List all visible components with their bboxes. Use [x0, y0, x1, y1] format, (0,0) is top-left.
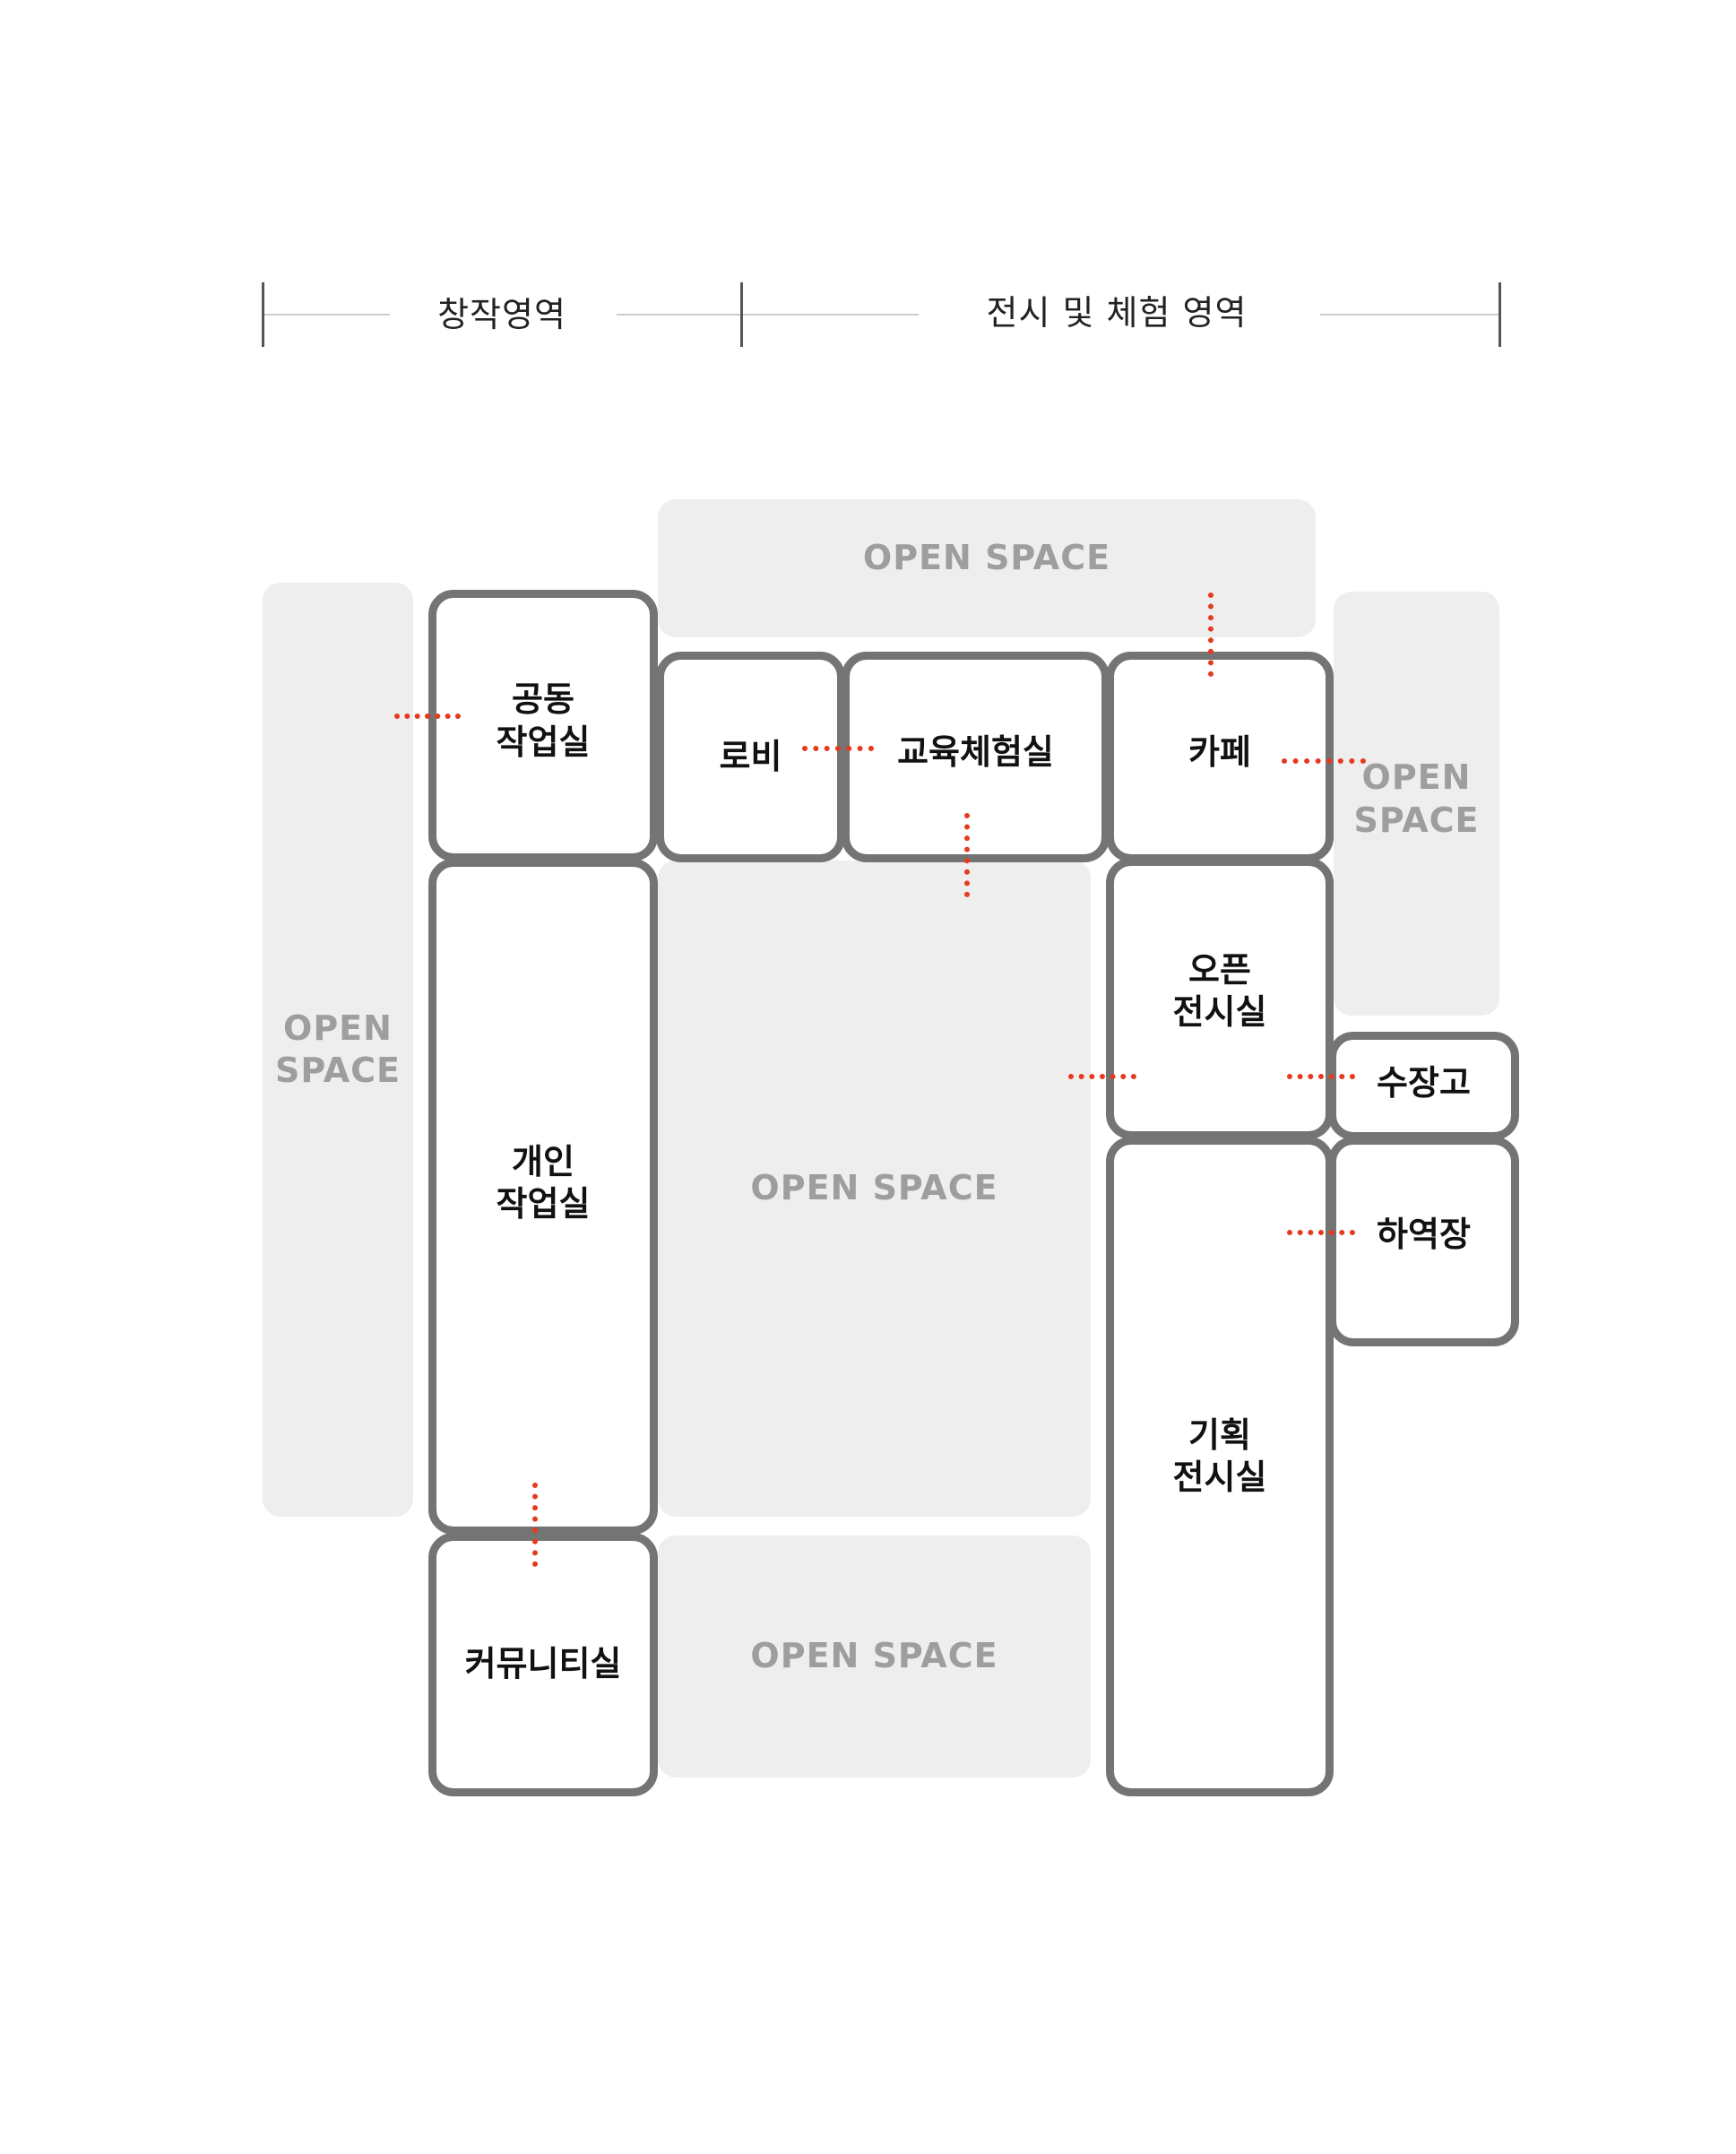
- room-lobby: 로비: [656, 652, 845, 862]
- room-education: 교육체험실: [842, 652, 1110, 862]
- open-space-top-label: OPEN SPACE: [862, 538, 1111, 578]
- connector-cafe-top: [1208, 593, 1219, 677]
- room-private-studio: 개인 작업실: [428, 859, 658, 1535]
- connector-shared-studio: [394, 714, 461, 724]
- connector-loading-dock: [1287, 1230, 1355, 1241]
- open-space-bottom-label: OPEN SPACE: [750, 1636, 998, 1676]
- room-cafe-label: 카페: [1188, 731, 1251, 772]
- connector-education-bottom: [964, 813, 975, 897]
- connector-open-gallery-left: [1068, 1074, 1136, 1085]
- open-space-bottom: OPEN SPACE: [658, 1535, 1091, 1778]
- open-space-left: OPEN SPACE: [263, 583, 413, 1517]
- zone-label-creative: 창작영역: [437, 295, 566, 334]
- open-space-left-label: OPEN SPACE: [275, 1008, 401, 1091]
- connector-lobby-education: [802, 746, 874, 757]
- room-loading-dock: 하역장: [1328, 1137, 1519, 1346]
- connector-storage: [1287, 1074, 1355, 1085]
- room-open-gallery-label: 오픈 전시실: [1172, 949, 1267, 1033]
- connector-cafe-right: [1282, 758, 1366, 769]
- room-open-gallery: 오픈 전시실: [1106, 858, 1334, 1139]
- zone-bar-start-tick: [262, 282, 264, 347]
- room-lobby-label: 로비: [719, 736, 782, 776]
- connector-private-community: [532, 1483, 543, 1567]
- room-cafe: 카페: [1106, 652, 1334, 862]
- room-special-gallery-label: 기획 전시실: [1172, 1414, 1267, 1498]
- open-space-top: OPEN SPACE: [658, 499, 1316, 637]
- zone-bar-line: [617, 314, 740, 316]
- room-shared-studio: 공동 작업실: [428, 590, 658, 861]
- room-community: 커뮤니티실: [428, 1533, 658, 1796]
- room-private-studio-label: 개인 작업실: [496, 1141, 591, 1224]
- open-space-center-label: OPEN SPACE: [750, 1168, 998, 1208]
- zone-bar-line: [264, 314, 390, 316]
- room-education-label: 교육체험실: [897, 731, 1054, 772]
- zone-label-exhibit: 전시 및 체험 영역: [986, 293, 1248, 333]
- open-space-center: OPEN SPACE: [658, 861, 1091, 1517]
- room-special-gallery: 기획 전시실: [1106, 1137, 1334, 1796]
- zone-bar-divider-tick: [740, 282, 743, 347]
- open-space-right-label: OPEN SPACE: [1353, 757, 1480, 840]
- room-shared-studio-label: 공동 작업실: [496, 679, 591, 762]
- room-loading-dock-label: 하역장: [1377, 1215, 1471, 1255]
- zone-bar-line: [743, 314, 919, 316]
- zone-bar-end-tick: [1498, 282, 1501, 347]
- room-storage-label: 수장고: [1377, 1062, 1471, 1103]
- room-community-label: 커뮤니티실: [464, 1644, 622, 1684]
- zone-bar-line: [1320, 314, 1498, 316]
- open-space-right: OPEN SPACE: [1334, 592, 1499, 1016]
- room-storage: 수장고: [1328, 1032, 1519, 1140]
